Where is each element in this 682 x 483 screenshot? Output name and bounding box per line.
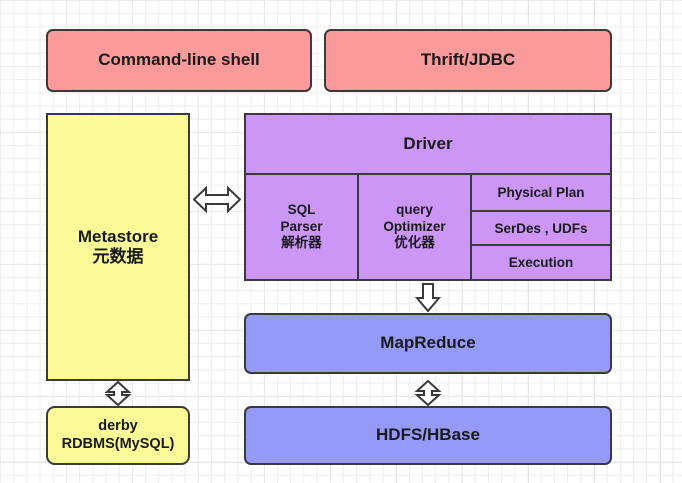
- node-command-line-shell-label: Command-line shell: [98, 50, 260, 70]
- node-metastore-label-zh: 元数据: [92, 247, 144, 266]
- node-metastore-label-en: Metastore: [77, 226, 159, 246]
- metastore-driver-arrow: [193, 185, 241, 214]
- node-rdbms-label: RDBMS(MySQL): [61, 435, 175, 452]
- node-derby-rdbms[interactable]: derby RDBMS(MySQL): [46, 406, 190, 465]
- node-metastore[interactable]: Metastore 元数据: [46, 113, 190, 381]
- node-driver[interactable]: Driver SQL Parser 解析器 query Optimizer 优化…: [244, 113, 612, 281]
- node-query-optimizer-line1: query: [396, 201, 433, 217]
- node-mapreduce[interactable]: MapReduce: [244, 313, 612, 374]
- node-query-optimizer[interactable]: query Optimizer 优化器: [359, 175, 472, 279]
- node-hdfs-hbase-label: HDFS/HBase: [376, 425, 480, 445]
- node-hdfs-hbase[interactable]: HDFS/HBase: [244, 406, 612, 465]
- node-mapreduce-label: MapReduce: [380, 333, 476, 353]
- driver-body: SQL Parser 解析器 query Optimizer 优化器 Physi…: [246, 175, 610, 279]
- node-serdes-udfs[interactable]: SerDes , UDFs: [472, 209, 610, 245]
- node-sql-parser-line3: 解析器: [281, 235, 322, 251]
- node-physical-plan[interactable]: Physical Plan: [497, 184, 585, 200]
- node-driver-title: Driver: [246, 115, 610, 175]
- mapreduce-hdfs-arrow: [414, 380, 442, 406]
- node-sql-parser[interactable]: SQL Parser 解析器: [246, 175, 359, 279]
- node-sql-parser-line2: Parser: [280, 218, 323, 234]
- node-query-optimizer-line3: 优化器: [394, 235, 435, 251]
- node-sql-parser-line1: SQL: [287, 201, 316, 217]
- node-command-line-shell[interactable]: Command-line shell: [46, 29, 312, 92]
- driver-stack: Physical Plan SerDes , UDFs Execution: [472, 175, 610, 279]
- driver-mapreduce-arrow: [414, 283, 442, 312]
- node-execution[interactable]: Execution: [472, 244, 610, 279]
- metastore-derby-arrow: [104, 381, 132, 406]
- node-derby-label: derby: [98, 418, 138, 435]
- node-thrift-jdbc[interactable]: Thrift/JDBC: [324, 29, 612, 92]
- node-thrift-jdbc-label: Thrift/JDBC: [420, 50, 516, 70]
- node-query-optimizer-line2: Optimizer: [383, 218, 446, 234]
